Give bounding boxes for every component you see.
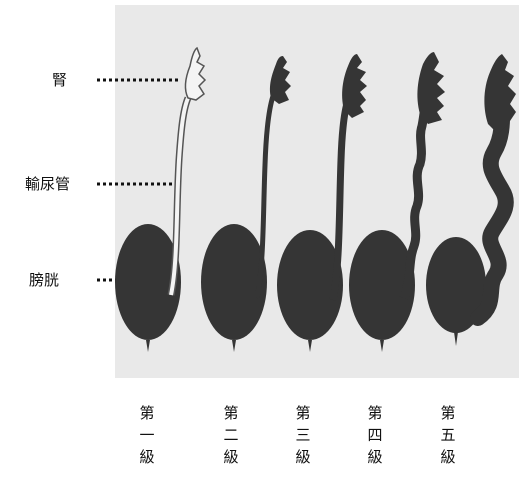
grade-5-char-3: 級 xyxy=(436,446,460,468)
grade-4-char-1: 第 xyxy=(363,402,387,424)
grade-1-char-1: 第 xyxy=(135,402,159,424)
grade-4-char-2: 四 xyxy=(363,424,387,446)
bladder-label: 膀胱 xyxy=(29,273,59,288)
grade-3-caption: 第 三 級 xyxy=(291,402,315,468)
grade-1-char-2: 一 xyxy=(135,424,159,446)
grade-3-char-1: 第 xyxy=(291,402,315,424)
grade-2-char-1: 第 xyxy=(219,402,243,424)
grade-1-char-3: 級 xyxy=(135,446,159,468)
grade-3-char-3: 級 xyxy=(291,446,315,468)
grade-3-char-2: 三 xyxy=(291,424,315,446)
grade-2-char-2: 二 xyxy=(219,424,243,446)
grade-2-char-3: 級 xyxy=(219,446,243,468)
grade-5-char-2: 五 xyxy=(436,424,460,446)
grade-1-caption: 第 一 級 xyxy=(135,402,159,468)
kidney-label: 腎 xyxy=(52,73,67,88)
ureter-label: 輸尿管 xyxy=(25,177,70,192)
grade-4-caption: 第 四 級 xyxy=(363,402,387,468)
grade-2-caption: 第 二 級 xyxy=(219,402,243,468)
grade-5-char-1: 第 xyxy=(436,402,460,424)
grade-5-caption: 第 五 級 xyxy=(436,402,460,468)
grade-4-char-3: 級 xyxy=(363,446,387,468)
